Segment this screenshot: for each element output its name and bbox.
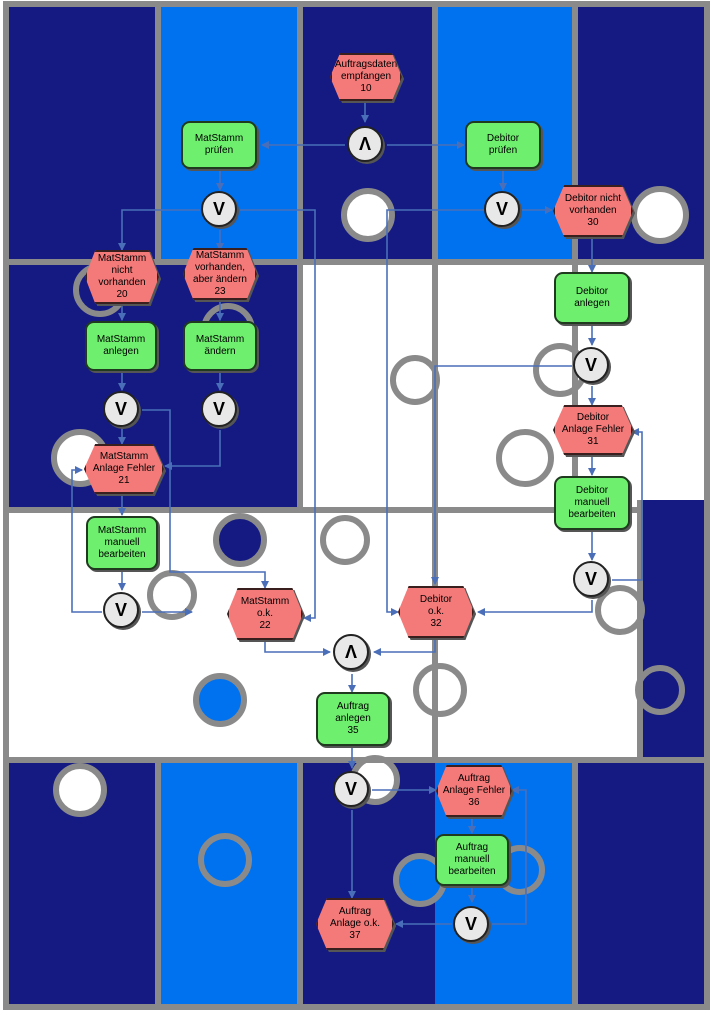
event-label: MatStamm Anlage Fehler 21 (92, 451, 156, 486)
function-debitor-manuell-bearbeiten[interactable]: Debitor manuell bearbeiten (554, 476, 630, 530)
function-label: MatStamm ändern (195, 334, 245, 357)
or-gate-icon[interactable]: V (573, 561, 609, 597)
or-gate-icon[interactable]: V (103, 391, 139, 427)
event-label: MatStamm vorhanden, aber ändern 23 (193, 250, 247, 297)
and-gate-icon[interactable]: Λ (333, 634, 369, 670)
event-debitor-nicht-vorhanden[interactable]: Debitor nicht vorhanden 30 (553, 185, 633, 237)
event-label: MatStamm nicht vorhanden 20 (97, 253, 147, 300)
event-matstamm-anlage-fehler[interactable]: MatStamm Anlage Fehler 21 (84, 444, 164, 494)
function-debitor-anlegen[interactable]: Debitor anlegen (554, 272, 630, 324)
event-label: Auftrag Anlage o.k. 37 (329, 906, 381, 941)
event-label: Debitor nicht vorhanden 30 (564, 193, 622, 228)
puzzle-piece-dark (6, 4, 158, 262)
function-label: Debitor anlegen (574, 286, 610, 309)
function-label: Debitor prüfen (486, 133, 520, 156)
or-gate-icon[interactable]: V (201, 391, 237, 427)
function-matstamm-anlegen[interactable]: MatStamm anlegen (85, 321, 157, 371)
or-gate-icon[interactable]: V (453, 906, 489, 942)
or-gate-icon[interactable]: V (484, 191, 520, 227)
or-gate-icon[interactable]: V (333, 771, 369, 807)
or-gate-icon[interactable]: V (103, 592, 139, 628)
event-matstamm-ok[interactable]: MatStamm o.k. 22 (227, 588, 303, 640)
event-auftragsdaten-empfangen[interactable]: Auftragsdaten empfangen 10 (330, 53, 402, 101)
event-matstamm-nicht-vorhanden[interactable]: MatStamm nicht vorhanden 20 (85, 250, 159, 304)
function-matstamm-pruefen[interactable]: MatStamm prüfen (181, 121, 257, 169)
function-label: Auftrag manuell bearbeiten (448, 842, 496, 877)
function-label: Debitor manuell bearbeiten (568, 485, 616, 520)
event-debitor-ok[interactable]: Debitor o.k. 32 (398, 586, 474, 638)
and-gate-icon[interactable]: Λ (347, 126, 383, 162)
function-auftrag-anlegen[interactable]: Auftrag anlegen 35 (316, 692, 390, 746)
function-label: Auftrag anlegen 35 (335, 701, 371, 736)
event-label: Debitor Anlage Fehler 31 (561, 412, 625, 447)
event-label: Auftragsdaten empfangen 10 (334, 59, 398, 94)
event-label: Auftrag Anlage Fehler 36 (442, 773, 506, 808)
event-auftrag-anlage-ok[interactable]: Auftrag Anlage o.k. 37 (316, 898, 394, 950)
function-label: MatStamm prüfen (194, 133, 244, 156)
event-debitor-anlage-fehler[interactable]: Debitor Anlage Fehler 31 (553, 405, 633, 455)
puzzle-piece-dark (640, 500, 707, 760)
function-debitor-pruefen[interactable]: Debitor prüfen (465, 121, 541, 169)
function-auftrag-manuell-bearbeiten[interactable]: Auftrag manuell bearbeiten (435, 834, 509, 886)
or-gate-icon[interactable]: V (573, 347, 609, 383)
event-auftrag-anlage-fehler[interactable]: Auftrag Anlage Fehler 36 (436, 765, 512, 817)
function-matstamm-manuell-bearbeiten[interactable]: MatStamm manuell bearbeiten (86, 516, 158, 570)
function-matstamm-aendern[interactable]: MatStamm ändern (183, 321, 257, 371)
puzzle-piece-dark (575, 760, 707, 1007)
function-label: MatStamm manuell bearbeiten (97, 525, 147, 560)
event-matstamm-vorhanden-aendern[interactable]: MatStamm vorhanden, aber ändern 23 (183, 248, 257, 300)
event-label: Debitor o.k. 32 (419, 594, 453, 629)
event-label: MatStamm o.k. 22 (240, 596, 290, 631)
function-label: MatStamm anlegen (96, 334, 146, 357)
or-gate-icon[interactable]: V (201, 191, 237, 227)
